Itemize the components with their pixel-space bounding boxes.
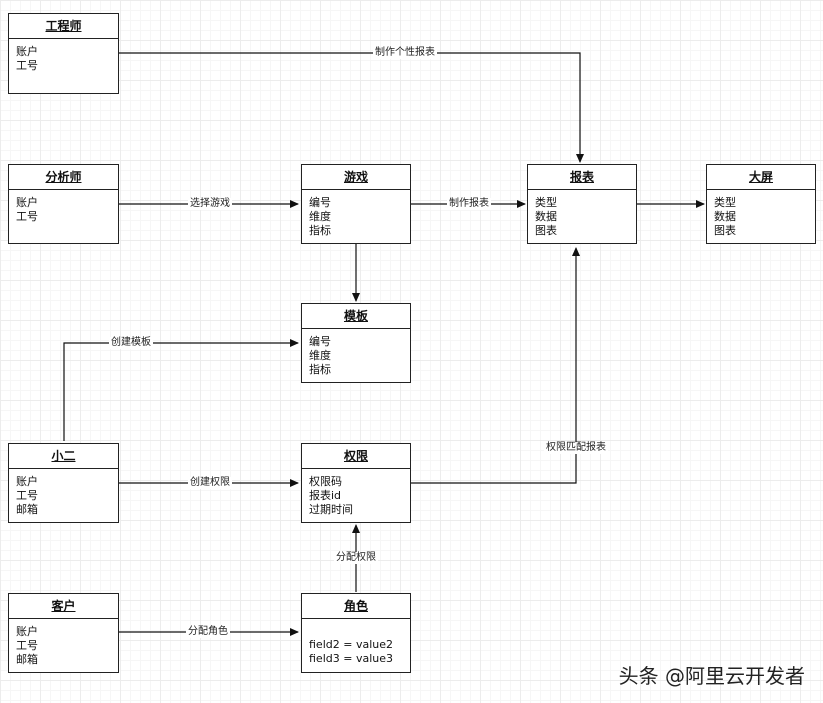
entity-field: 图表 — [714, 224, 736, 237]
entity-title: 工程师 — [9, 14, 118, 39]
edge-label-xiaoer-template: 创建模板 — [109, 337, 153, 349]
entity-field: 报表id — [309, 489, 342, 502]
edge-label-game-report: 制作报表 — [447, 198, 491, 210]
entity-field: 工号 — [16, 489, 38, 502]
entity-role[interactable]: 角色 field2 = value2 field3 = value3 — [301, 593, 411, 673]
entity-title: 游戏 — [302, 165, 410, 190]
entity-field: 指标 — [309, 224, 331, 237]
entity-engineer[interactable]: 工程师 账户 工号 — [8, 13, 119, 94]
entity-xiaoer[interactable]: 小二 账户 工号 邮箱 — [8, 443, 119, 523]
entity-customer[interactable]: 客户 账户 工号 邮箱 — [8, 593, 119, 673]
edge-label-xiaoer-permission: 创建权限 — [188, 477, 232, 489]
edge-label-customer-role: 分配角色 — [186, 626, 230, 638]
entity-title: 小二 — [9, 444, 118, 469]
watermark: 头条 @阿里云开发者 — [618, 664, 805, 688]
entity-field: field2 = value2 — [309, 638, 393, 651]
entity-template[interactable]: 模板 编号 维度 指标 — [301, 303, 411, 383]
entity-field: 数据 — [714, 210, 736, 223]
entity-field: 权限码 — [309, 475, 342, 488]
edge-label-analyst-game: 选择游戏 — [188, 198, 232, 210]
entity-field: 类型 — [535, 196, 557, 209]
entity-report[interactable]: 报表 类型 数据 图表 — [527, 164, 637, 244]
entity-screen[interactable]: 大屏 类型 数据 图表 — [706, 164, 816, 244]
entity-field: 账户 — [16, 625, 38, 638]
edge-label-role-permission: 分配权限 — [334, 552, 378, 564]
edge-label-permission-report: 权限匹配报表 — [544, 442, 608, 454]
edge-label-engineer-report: 制作个性报表 — [373, 47, 437, 59]
edge-xiaoer-template — [63, 339, 299, 441]
entity-field: 工号 — [16, 210, 38, 223]
entity-field: 类型 — [714, 196, 736, 209]
entity-field: 过期时间 — [309, 503, 353, 516]
edge-engineer-report — [119, 52, 584, 163]
entity-field: 维度 — [309, 210, 331, 223]
entity-field: field3 = value3 — [309, 652, 393, 665]
entity-permission[interactable]: 权限 权限码 报表id 过期时间 — [301, 443, 411, 523]
entity-field: 邮箱 — [16, 503, 38, 516]
entity-analyst[interactable]: 分析师 账户 工号 — [8, 164, 119, 244]
entity-field: 账户 — [16, 45, 38, 58]
entity-field: 邮箱 — [16, 653, 38, 666]
entity-field: 编号 — [309, 196, 331, 209]
entity-title: 角色 — [302, 594, 410, 619]
entity-field: 编号 — [309, 335, 331, 348]
entity-field: 维度 — [309, 349, 331, 362]
edge-permission-report — [410, 247, 580, 484]
entity-field: 账户 — [16, 196, 38, 209]
entity-field: 账户 — [16, 475, 38, 488]
entity-field: 数据 — [535, 210, 557, 223]
entity-game[interactable]: 游戏 编号 维度 指标 — [301, 164, 411, 244]
entity-title: 客户 — [9, 594, 118, 619]
entity-title: 模板 — [302, 304, 410, 329]
entity-title: 大屏 — [707, 165, 815, 190]
entity-title: 报表 — [528, 165, 636, 190]
entity-field: 工号 — [16, 639, 38, 652]
entity-title: 权限 — [302, 444, 410, 469]
entity-title: 分析师 — [9, 165, 118, 190]
entity-field: 图表 — [535, 224, 557, 237]
entity-field: 工号 — [16, 59, 38, 72]
entity-field: 指标 — [309, 363, 331, 376]
